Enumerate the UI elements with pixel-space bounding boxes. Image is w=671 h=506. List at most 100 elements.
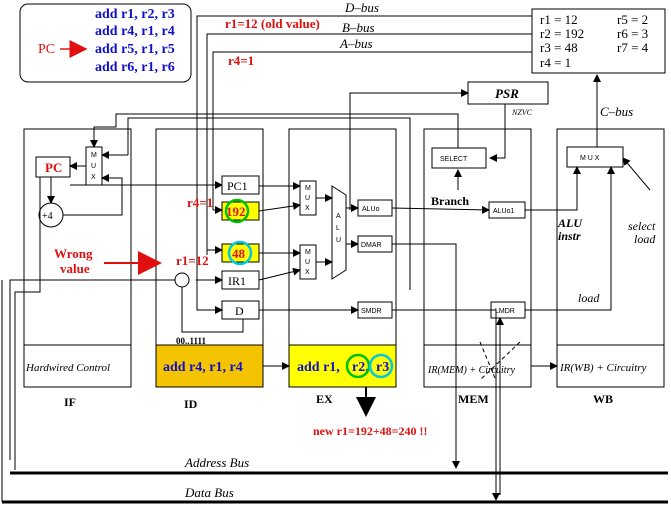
register-file xyxy=(531,8,666,74)
stage-wb: WB xyxy=(593,392,613,406)
hardwired-control xyxy=(23,344,132,388)
ex-mux-bottom-m: M xyxy=(305,249,311,256)
smdr-label: SMDR xyxy=(361,308,382,315)
pc1-register xyxy=(221,175,260,195)
d-bus-label: D–bus xyxy=(344,0,379,15)
select-label: SELECT xyxy=(440,156,468,163)
wb-control xyxy=(556,344,665,388)
c-bus-label: C–bus xyxy=(600,104,633,119)
a-bus-label: A–bus xyxy=(339,36,373,51)
const-label: 00..1111 xyxy=(176,336,207,346)
ex-mux-top-m: M xyxy=(305,185,311,192)
d-bus-line xyxy=(196,15,532,310)
ex-instruction-c: r3 xyxy=(376,360,389,375)
a-to-mux xyxy=(258,202,301,212)
reg-r1: r1 = 12 xyxy=(540,12,578,27)
alu-to-psr xyxy=(349,89,469,210)
aluo1-label: ALUo1 xyxy=(493,208,515,215)
sign-extend-node xyxy=(174,272,190,288)
wb-ir-label: IR(WB) + Circuitry xyxy=(559,362,647,374)
select-load-label-1: select xyxy=(628,219,656,233)
pc1-label: PC1 xyxy=(227,179,248,193)
b-latch-cyan-circle xyxy=(227,240,253,266)
load-label: load xyxy=(578,291,600,305)
alu-unit xyxy=(331,185,347,280)
reg-r4: r4 = 1 xyxy=(540,55,571,70)
stage-if: IF xyxy=(64,395,76,409)
alu-instr-label-1: ALU xyxy=(557,216,583,230)
ex-instruction-a: add r1, xyxy=(297,360,340,375)
ex-mux-top-u: U xyxy=(305,195,310,202)
mem-dashed-2 xyxy=(479,341,521,381)
wrong-value-line1: Wrong xyxy=(54,246,93,261)
instruction-3: add r5, r1, r5 xyxy=(95,42,175,57)
r1-id-label: r1=12 xyxy=(176,253,209,268)
aluo-to-aluo1 xyxy=(391,205,490,214)
mem-control xyxy=(423,344,532,388)
address-bus-label: Address Bus xyxy=(184,455,249,470)
pc-pointer-label: PC xyxy=(38,42,55,57)
alu-a: A xyxy=(336,213,341,220)
id-instruction: add r4, r1, r4 xyxy=(163,360,243,375)
psr-label: PSR xyxy=(495,86,519,101)
alu-feedback-line xyxy=(127,117,411,290)
adder-to-mux xyxy=(63,174,123,216)
data-bus-label: Data Bus xyxy=(184,485,234,500)
aluo1-to-wb-mux xyxy=(525,166,581,211)
memory-to-ir1 xyxy=(9,279,176,460)
psr-to-select xyxy=(489,104,506,162)
nzvc-label: NZVC xyxy=(511,108,533,117)
reg-r5: r5 = 2 xyxy=(617,12,648,27)
if-mux-u: U xyxy=(91,163,96,170)
ex-mux-bottom-u: U xyxy=(305,259,310,266)
new-r1-label: new r1=192+48=240 !! xyxy=(313,424,428,438)
branch-label: Branch xyxy=(431,194,469,208)
wb-mux xyxy=(566,146,624,168)
reg-r6: r6 = 3 xyxy=(617,26,648,41)
stage-id: ID xyxy=(184,397,198,411)
ir-to-d xyxy=(196,280,223,314)
if-mux-m: M xyxy=(91,152,97,159)
ex-mux-top-x: X xyxy=(305,205,310,212)
ex-instruction-b: r2, xyxy=(352,360,369,375)
select-unit xyxy=(431,147,487,169)
branch-return-line xyxy=(93,113,459,156)
r4-top-label: r4=1 xyxy=(228,53,254,68)
mem-ir-label: IR(MEM) + Circuitry xyxy=(427,365,515,376)
a-bus-line xyxy=(212,51,532,210)
program-box xyxy=(19,3,192,83)
id-control xyxy=(155,344,264,388)
aluo-label: ALUo xyxy=(362,206,380,213)
ir1-label: IR1 xyxy=(228,274,246,288)
ir1-to-mux xyxy=(258,267,301,281)
b-bus-line xyxy=(206,33,532,255)
b-latch-value: 48 xyxy=(232,246,246,261)
const-line xyxy=(181,287,244,333)
select-load-control xyxy=(622,157,651,191)
ex-mux-bottom-x: X xyxy=(305,269,310,276)
r3-cyan-circle xyxy=(368,353,394,379)
wrong-value-line2: value xyxy=(60,261,90,276)
select-load-label-2: load xyxy=(634,232,656,246)
reg-r7: r7 = 4 xyxy=(617,40,649,55)
alu-u: U xyxy=(336,237,341,244)
instruction-2: add r4, r1, r4 xyxy=(95,24,175,39)
lmdr-label: LMDR xyxy=(495,308,515,315)
a-latch-green-circle xyxy=(224,198,250,224)
wb-mux-label: M U X xyxy=(580,155,600,162)
instruction-1: add r1, r2, r3 xyxy=(95,7,175,22)
alu-l: L xyxy=(336,225,340,232)
stage-mem: MEM xyxy=(458,392,489,406)
reg-r3: r3 = 48 xyxy=(540,40,578,55)
a-latch-value: 192 xyxy=(226,204,246,219)
reg-r2: r2 = 192 xyxy=(540,26,584,41)
address-from-pc xyxy=(14,177,41,470)
lmdr-to-wb-mux xyxy=(525,166,615,311)
instruction-4: add r6, r1, r6 xyxy=(95,60,175,75)
hardwired-control-label: Hardwired Control xyxy=(25,362,110,374)
b-bus-label: B–bus xyxy=(342,20,375,35)
ex-control xyxy=(288,344,397,388)
dmar-label: DMAR xyxy=(361,242,382,249)
smdr-to-data xyxy=(392,309,500,501)
